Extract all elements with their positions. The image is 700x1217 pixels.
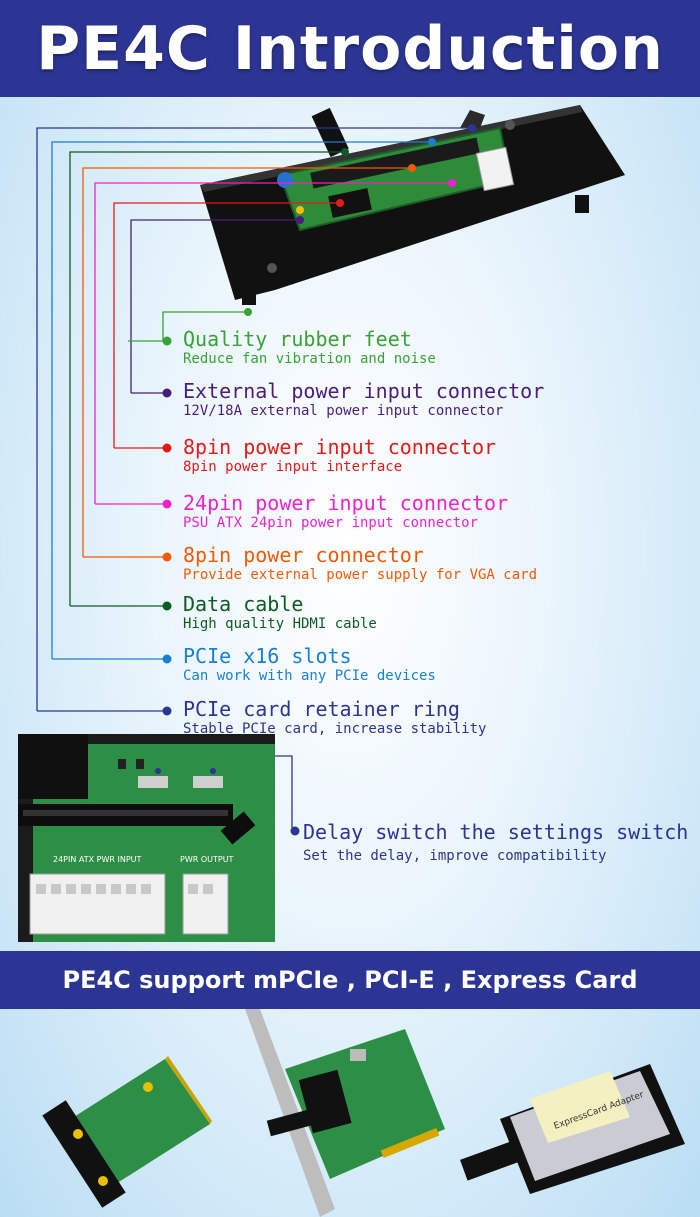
feature-desc: 8pin power input interface [183,459,403,475]
feature-8pin-input: 8pin power input connector 8pin power in… [183,436,496,476]
feature-title: 24pin power input connector [183,491,509,515]
feature-desc: Can work with any PCIe devices [183,668,436,684]
delay-title: Delay switch the settings switch [303,820,689,844]
feature-data-cable: Data cable High quality HDMI cable [183,593,377,633]
feature-desc: High quality HDMI cable [183,616,377,632]
support-title: PE4C support mPCIe , PCI-E , Express Car… [62,966,638,994]
support-banner: PE4C support mPCIe , PCI-E , Express Car… [0,951,700,1009]
feature-desc: Stable PCIe card, increase stability [183,721,487,737]
pwr-label: PWR OUTPUT [180,855,234,864]
feature-title: PCIe x16 slots [183,644,352,668]
feature-title: Quality rubber feet [183,327,412,351]
feature-external-power: External power input connector 12V/18A e… [183,380,544,420]
feature-rubber-feet: Quality rubber feet Reduce fan vibration… [183,328,436,368]
feature-desc: Reduce fan vibration and noise [183,351,436,367]
feature-retainer-ring: PCIe card retainer ring Stable PCIe card… [183,698,486,738]
feature-24pin-input: 24pin power input connector PSU ATX 24pi… [183,492,508,532]
feature-8pin-output: 8pin power connector Provide external po… [183,544,537,584]
expresscard-adapter-image: ExpressCard Adapter [460,1064,685,1194]
board-closeup-image: 24PIN ATX PWR INPUT PWR OUTPUT [18,734,275,942]
page-title: PE4C Introduction [36,13,664,84]
page-header: PE4C Introduction [0,0,700,97]
feature-title: External power input connector [183,379,545,403]
mpcie-adapter-image [42,1056,212,1208]
pe4c-board-image [200,105,625,305]
feature-desc: PSU ATX 24pin power input connector [183,515,479,531]
atx-label: 24PIN ATX PWR INPUT [53,855,142,864]
delay-switch-callout: Delay switch the settings switch Set the… [303,820,688,864]
delay-desc: Set the delay, improve compatibility [303,848,607,864]
feature-pcie-slot: PCIe x16 slots Can work with any PCIe de… [183,645,436,685]
feature-desc: 12V/18A external power input connector [183,403,504,419]
feature-title: PCIe card retainer ring [183,697,460,721]
feature-desc: Provide external power supply for VGA ca… [183,567,538,583]
feature-title: 8pin power input connector [183,435,497,459]
feature-title: 8pin power connector [183,543,424,567]
supported-cards-image: ExpressCard Adapter [42,1009,685,1217]
feature-title: Data cable [183,592,304,616]
pcie-adapter-image [245,1009,445,1217]
